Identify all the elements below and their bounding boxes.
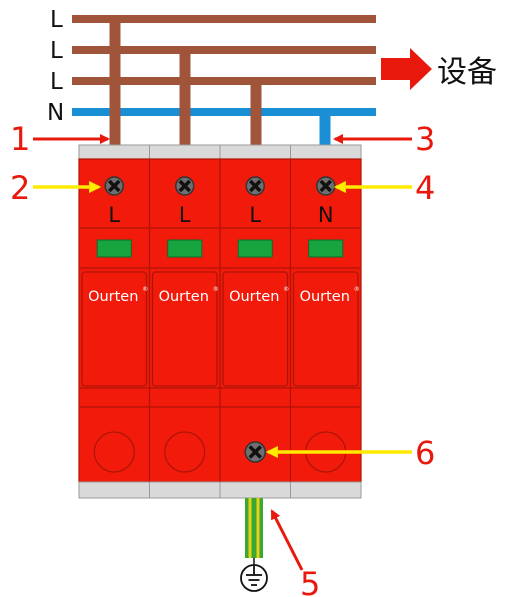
registered-mark: ® bbox=[283, 286, 289, 293]
module-bottom-cap bbox=[219, 481, 291, 499]
blank-terminal-cover bbox=[164, 431, 206, 473]
module-bottom-cap bbox=[78, 481, 150, 499]
status-indicator bbox=[308, 239, 344, 258]
blank-terminal-cover bbox=[93, 431, 135, 473]
callout-6-number: 6 bbox=[415, 434, 435, 472]
terminal-label: L bbox=[249, 203, 261, 227]
module-cartridge[interactable] bbox=[222, 271, 289, 387]
brand-label: Ourten bbox=[300, 289, 350, 305]
module-cartridge[interactable] bbox=[151, 271, 218, 387]
brand-label: Ourten bbox=[88, 289, 138, 305]
output-label: 设备 bbox=[437, 55, 497, 90]
output-arrow-icon bbox=[381, 48, 432, 90]
surge-protector-modules: L Ourten ® L Ourten ® L Ourten ® N Ourten ® bbox=[78, 144, 362, 499]
callout-5-number: 5 bbox=[300, 565, 320, 597]
registered-mark: ® bbox=[142, 286, 148, 293]
module-bottom-cap bbox=[149, 481, 221, 499]
module-top-cap bbox=[78, 144, 150, 160]
ground-symbol-icon bbox=[240, 564, 268, 592]
callouts: 1 2 3 4 5 6 bbox=[10, 120, 435, 597]
callout-4-number: 4 bbox=[415, 169, 435, 207]
module-top-cap bbox=[290, 144, 362, 160]
module-4: N Ourten ® bbox=[289, 144, 362, 499]
drop-wires bbox=[109, 19, 331, 145]
screw-icon[interactable] bbox=[245, 176, 265, 196]
terminal-label: L bbox=[179, 203, 191, 227]
bus-label-l3: L bbox=[50, 69, 63, 95]
module-1: L Ourten ® bbox=[78, 144, 151, 499]
module-3: L Ourten ® bbox=[219, 144, 292, 499]
module-top-cap bbox=[219, 144, 291, 160]
bus-labels: L L L N bbox=[47, 7, 64, 126]
terminal-label: L bbox=[108, 203, 120, 227]
callout-2-number: 2 bbox=[10, 169, 30, 207]
module-cartridge[interactable] bbox=[292, 271, 359, 387]
screw-icon[interactable] bbox=[104, 176, 124, 196]
bus-label-l2: L bbox=[50, 38, 63, 64]
module-bottom-cap bbox=[290, 481, 362, 499]
callout-3-number: 3 bbox=[415, 120, 435, 158]
callout-5-arrow bbox=[270, 509, 304, 571]
ground-screw-icon[interactable] bbox=[244, 441, 266, 463]
bus-label-l1: L bbox=[50, 7, 63, 33]
callout-1-number: 1 bbox=[10, 120, 30, 158]
brand-label: Ourten bbox=[229, 289, 279, 305]
ground-wire bbox=[245, 498, 263, 566]
module-cartridge[interactable] bbox=[81, 271, 148, 387]
screw-icon[interactable] bbox=[175, 176, 195, 196]
status-indicator bbox=[237, 239, 273, 258]
status-indicator bbox=[167, 239, 203, 258]
terminal-label: N bbox=[318, 203, 334, 227]
status-indicator bbox=[96, 239, 132, 258]
bus-label-n: N bbox=[47, 100, 64, 126]
module-top-cap bbox=[149, 144, 221, 160]
screw-icon[interactable] bbox=[316, 176, 336, 196]
brand-label: Ourten bbox=[159, 289, 209, 305]
registered-mark: ® bbox=[354, 286, 360, 293]
module-2: L Ourten ® bbox=[148, 144, 221, 499]
registered-mark: ® bbox=[213, 286, 219, 293]
